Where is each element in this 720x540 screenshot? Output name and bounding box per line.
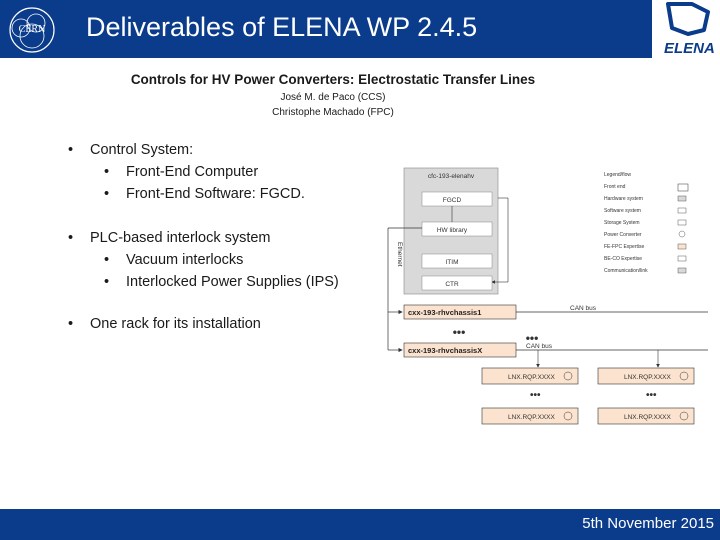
bullet-text: PLC-based interlock system xyxy=(90,230,271,246)
elena-logo-text: ELENA xyxy=(664,40,715,57)
chassis-ellipsis: ••• xyxy=(526,331,539,345)
legend-item: Power Converter xyxy=(604,232,642,238)
converter-box: LNX.RQP.XXXX xyxy=(597,367,695,385)
slide-header: CERN Deliverables of ELENA WP 2.4.5 ELEN… xyxy=(0,0,720,62)
converter-label: LNX.RQP.XXXX xyxy=(508,374,556,381)
computer-label: cfc-193-elenahv xyxy=(428,173,475,180)
sub-bullet-text: Interlocked Power Supplies (IPS) xyxy=(126,274,339,290)
can-bus-label-1: CAN bus xyxy=(570,305,597,312)
converter-label: LNX.RQP.XXXX xyxy=(624,414,672,421)
can-bus-label-2: CAN bus xyxy=(526,343,553,350)
software-icon xyxy=(677,207,687,214)
storage-icon xyxy=(677,219,687,226)
legend-item: Legend/flow xyxy=(604,172,631,178)
diagram-legend: Legend/flow Front end Hardware system So… xyxy=(604,172,689,274)
itim-label: ITIM xyxy=(446,259,459,266)
hw-library-box xyxy=(421,221,493,237)
architecture-diagram: cfc-193-elenahv FGCD HW library ITIM CTR… xyxy=(387,167,708,425)
legend-item: Software system xyxy=(604,208,641,214)
legend-item: Hardware system xyxy=(604,196,643,202)
fgcd-box xyxy=(421,191,493,207)
converter-label: LNX.RQP.XXXX xyxy=(508,414,556,421)
legend-item: Storage System xyxy=(604,220,640,226)
sub-bullet-text: Front-End Computer xyxy=(126,164,259,180)
sub-bullet-item: •Interlocked Power Supplies (IPS) xyxy=(104,274,339,290)
bullet-item: •One rack for its installation xyxy=(68,316,261,332)
communication-icon xyxy=(677,267,687,274)
slide-title: Deliverables of ELENA WP 2.4.5 xyxy=(86,12,478,42)
sub-bullet-item: •Front-End Computer xyxy=(104,164,259,180)
ethernet-label: Ethernet xyxy=(396,242,403,267)
chassis-1-label: cxx-193-rhvchassis1 xyxy=(408,308,481,317)
sub-bullet-item: •Vacuum interlocks xyxy=(104,252,244,268)
hardware-icon xyxy=(677,195,687,202)
bullet-item: •Control System: xyxy=(68,142,194,158)
converter-ellipsis: ••• xyxy=(646,390,657,401)
cern-logo: CERN xyxy=(9,7,55,53)
converter-box: LNX.RQP.XXXX xyxy=(481,367,579,385)
itim-box xyxy=(421,253,493,269)
legend-item: Front end xyxy=(604,184,626,190)
computer-icon xyxy=(677,183,689,192)
hw-library-label: HW library xyxy=(437,227,468,234)
bullet-text: One rack for its installation xyxy=(90,316,261,332)
fe-fpc-icon xyxy=(677,243,687,250)
chassis-x-label: cxx-193-rhvchassisX xyxy=(408,346,482,355)
sub-bullet-text: Vacuum interlocks xyxy=(126,252,244,268)
legend-item: BE-CO Expertise xyxy=(604,256,642,262)
be-co-icon xyxy=(677,255,687,262)
fgcd-label: FGCD xyxy=(443,197,462,204)
cern-logo-text: CERN xyxy=(19,24,46,35)
power-converter-icon xyxy=(678,230,686,238)
converter-label: LNX.RQP.XXXX xyxy=(624,374,672,381)
elena-logo xyxy=(666,2,710,36)
legend-item: FE-FPC Expertise xyxy=(604,244,645,250)
bullet-text: Control System: xyxy=(90,142,194,158)
converter-ellipsis: ••• xyxy=(530,390,541,401)
subtitle-heading: Controls for HV Power Converters: Electr… xyxy=(130,72,536,87)
sub-bullet-item: •Front-End Software: FGCD. xyxy=(104,186,305,202)
header-bar xyxy=(0,0,652,58)
sub-bullet-text: Front-End Software: FGCD. xyxy=(126,186,305,202)
author-1: José M. de Paco (CCS) xyxy=(280,92,386,103)
chassis-ellipsis: ••• xyxy=(453,325,466,339)
converter-box: LNX.RQP.XXXX xyxy=(481,407,579,425)
ctr-label: CTR xyxy=(445,281,459,288)
author-2: Christophe Machado (FPC) xyxy=(272,107,394,118)
converter-box: LNX.RQP.XXXX xyxy=(597,407,695,425)
footer-date: 5th November 2015 xyxy=(582,515,714,532)
legend-item: Communication/link xyxy=(604,268,648,274)
slide-footer: 5th November 2015 xyxy=(0,509,720,540)
bullet-item: •PLC-based interlock system xyxy=(68,230,271,246)
